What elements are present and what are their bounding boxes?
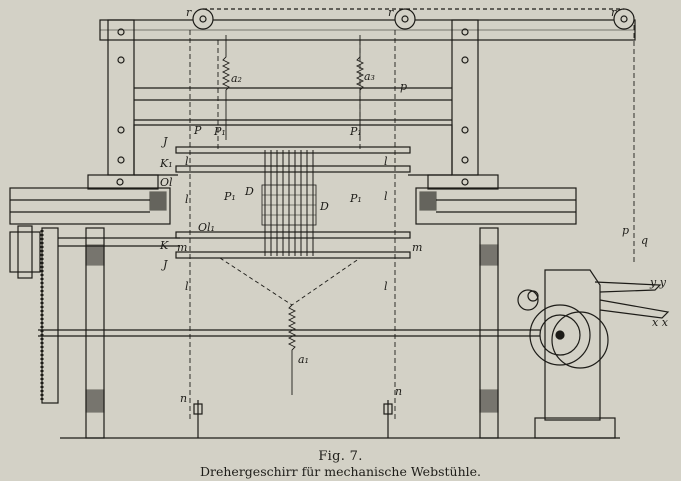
- right-sley-box: [415, 187, 577, 225]
- label-J-lower: J: [161, 258, 168, 271]
- label-n-left: n: [180, 392, 187, 405]
- label-a1: a₁: [298, 353, 309, 366]
- label-Ol1: Ol₁: [198, 221, 215, 234]
- left-sley-box: [9, 187, 171, 225]
- heald-rod-1: [175, 146, 411, 154]
- label-l-4: l: [384, 190, 388, 203]
- pulley-left: [192, 8, 214, 30]
- label-xx: x x: [652, 316, 669, 329]
- label-p1-a: P₁: [223, 190, 236, 203]
- heald-rod-3: [175, 231, 411, 239]
- spring-a1: [287, 304, 297, 395]
- label-l-3: l: [185, 193, 189, 206]
- label-p1-b: P₁: [349, 192, 362, 205]
- label-q: q: [641, 234, 648, 247]
- label-r-mid: r: [388, 6, 394, 19]
- label-K1: K₁: [159, 157, 173, 170]
- heald-rod-2: [175, 165, 411, 173]
- label-P1-left: P₁: [213, 125, 226, 138]
- label-Ol: Ol: [160, 176, 173, 189]
- figure-caption: Fig. 7.: [318, 449, 363, 464]
- spring-a3: [355, 35, 365, 140]
- label-yy: y y: [649, 276, 667, 289]
- right-upright: [451, 19, 479, 176]
- label-r-right: r: [611, 6, 617, 19]
- label-D-left: D: [244, 185, 254, 198]
- left-upright: [107, 19, 135, 176]
- label-p-right: p: [622, 224, 629, 237]
- heald-rod-4: [175, 251, 411, 259]
- dobby-mechanism: [517, 269, 670, 439]
- heddles: [261, 150, 317, 256]
- spring-a2: [221, 35, 231, 140]
- label-K: K: [159, 239, 169, 252]
- label-J-upper: J: [161, 135, 168, 148]
- label-l-6: l: [384, 280, 388, 293]
- pulley-right: [613, 8, 635, 30]
- label-a3: a₃: [364, 70, 375, 83]
- label-l-5: l: [185, 280, 189, 293]
- left-gear: [41, 227, 59, 404]
- label-m-left: m: [177, 241, 187, 254]
- figure-subcaption: Drehergeschirr für mechanische Webstühle…: [199, 464, 481, 479]
- label-n-right: n: [395, 385, 402, 398]
- pulley-middle: [394, 8, 416, 30]
- label-P1-right: P₁: [349, 125, 362, 138]
- label-a2: a₂: [231, 72, 242, 85]
- label-P-left: P: [193, 124, 202, 137]
- label-l-2: l: [384, 155, 388, 168]
- label-p-upper-right: p: [400, 80, 407, 93]
- label-l-1: l: [185, 155, 189, 168]
- label-D-right: D: [319, 200, 329, 213]
- label-r-left: r: [186, 6, 192, 19]
- label-m-right: m: [412, 241, 422, 254]
